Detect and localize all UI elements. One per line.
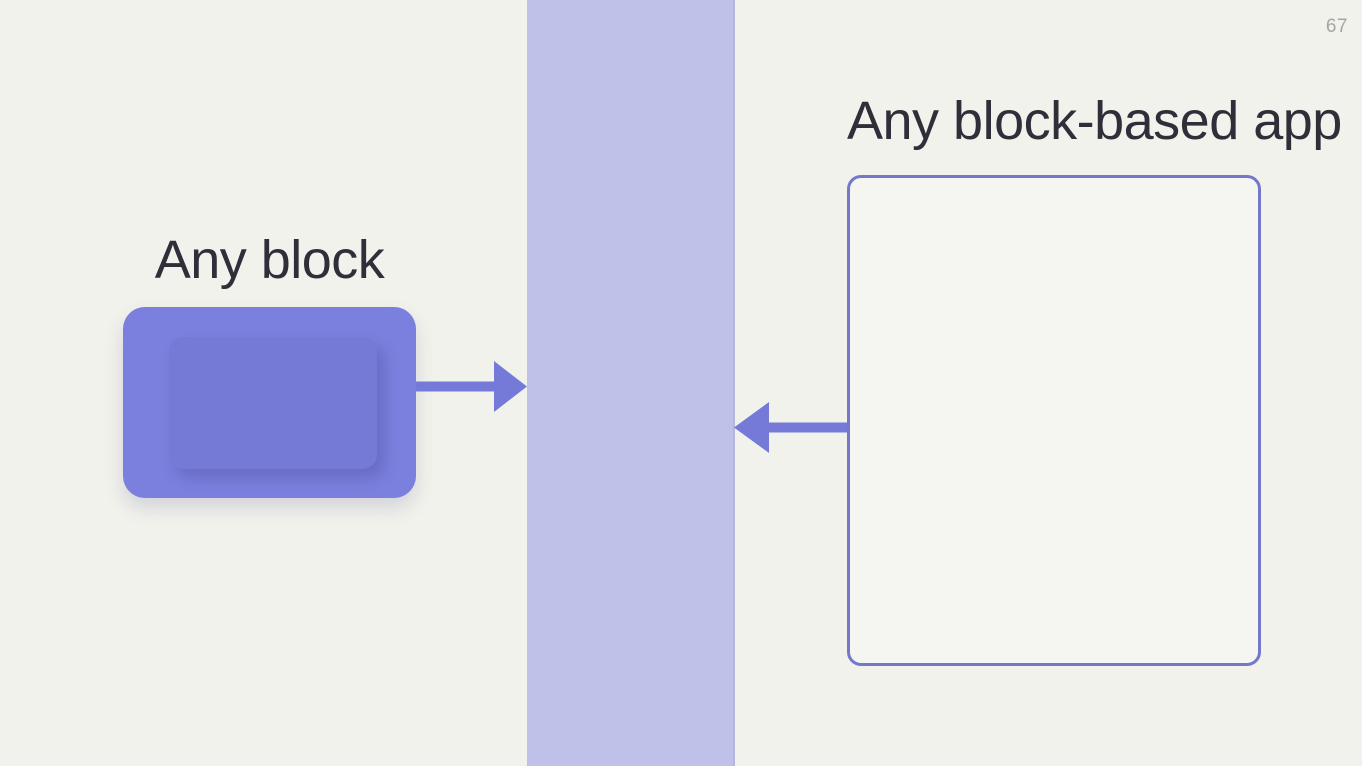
arrow-left-icon	[734, 402, 847, 453]
app-container-shape	[847, 175, 1261, 666]
any-block-shape	[123, 307, 416, 498]
page-number: 67	[1325, 16, 1348, 37]
protocol-band	[527, 0, 735, 766]
any-block-inner-shape	[169, 337, 377, 469]
any-block-based-app-label: Any block-based app	[847, 91, 1342, 151]
arrow-right-icon	[416, 361, 527, 412]
any-block-label: Any block	[154, 230, 385, 290]
